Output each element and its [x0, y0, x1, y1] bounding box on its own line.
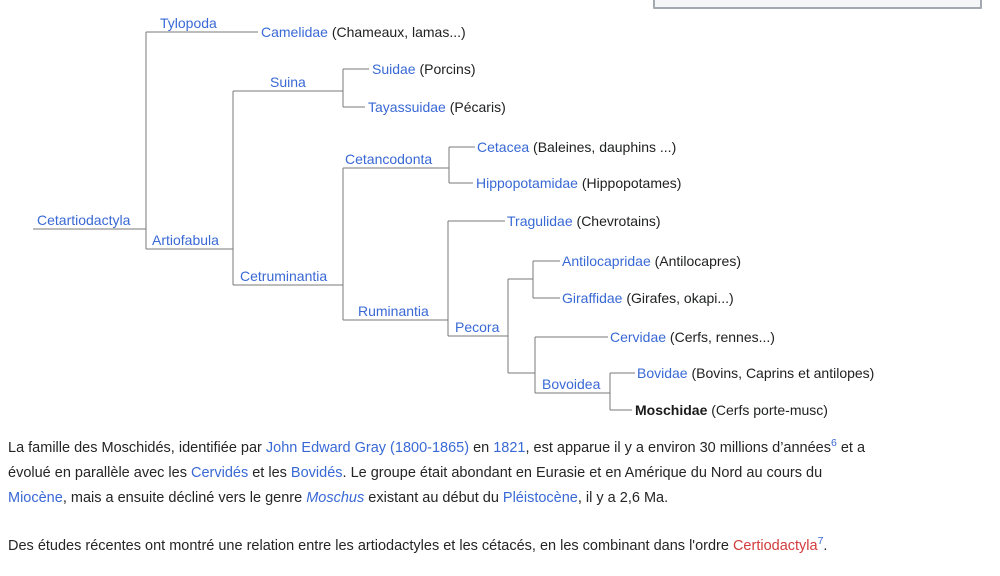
- partial-search-box[interactable]: [653, 0, 982, 9]
- text-segment: en: [469, 440, 494, 456]
- leaf-desc: (Cerfs, rennes...): [666, 329, 775, 345]
- link-bovides[interactable]: Bovidés: [290, 465, 343, 481]
- node-bovoidea[interactable]: Bovoidea: [542, 376, 601, 392]
- link-camelidae[interactable]: Camelidae: [261, 24, 328, 40]
- link-tragulidae[interactable]: Tragulidae: [507, 213, 573, 229]
- leaf-desc: (Antilocapres): [650, 253, 741, 269]
- leaf-desc: (Baleines, dauphins ...): [529, 139, 677, 155]
- leaf-desc: (Hippopotames): [577, 175, 682, 191]
- link-tayassuidae[interactable]: Tayassuidae: [368, 99, 446, 115]
- text-segment: , est apparue il y a environ 30 millions…: [525, 440, 831, 456]
- leaf-cervidae: Cervidae (Cerfs, rennes...): [610, 329, 775, 345]
- text-segment: La famille des Moschidés, identifiée par: [8, 440, 266, 456]
- leaf-giraffidae: Giraffidae (Girafes, okapi...): [562, 290, 734, 306]
- node-artiofabula[interactable]: Artiofabula: [152, 232, 219, 248]
- text-segment: .: [823, 538, 828, 554]
- link-1800-1865[interactable]: (1800-1865): [390, 440, 470, 456]
- text-segment: , mais a ensuite décliné vers le genre: [62, 490, 307, 506]
- link-john-edward-gray[interactable]: John Edward Gray: [265, 440, 387, 456]
- link-moschus[interactable]: Moschus: [306, 490, 365, 506]
- link-pleistocene[interactable]: Pléistocène: [502, 490, 578, 506]
- redlink-certiodactyla[interactable]: Certiodactyla: [732, 538, 818, 554]
- leaf-desc: (Cerfs porte-musc): [707, 402, 828, 418]
- moschidae-selflink: Moschidae: [635, 402, 708, 418]
- article-paragraph-1: La famille des Moschidés, identifiée par…: [8, 436, 988, 511]
- text-segment: évolué en parallèle avec les: [8, 465, 191, 481]
- text-segment: , il y a 2,6 Ma.: [577, 490, 669, 506]
- node-tylopoda[interactable]: Tylopoda: [160, 15, 217, 31]
- leaf-desc: (Pécaris): [445, 99, 506, 115]
- leaf-bovidae: Bovidae (Bovins, Caprins et antilopes): [637, 365, 874, 381]
- leaf-desc: (Girafes, okapi...): [622, 290, 734, 306]
- leaf-antilocapridae: Antilocapridae (Antilocapres): [562, 253, 741, 269]
- text-segment: . Le groupe était abondant en Eurasie et…: [342, 465, 823, 481]
- link-cervides[interactable]: Cervidés: [190, 465, 249, 481]
- link-bovidae[interactable]: Bovidae: [637, 365, 688, 381]
- leaf-moschidae: Moschidae (Cerfs porte-musc): [635, 402, 828, 418]
- leaf-camelidae: Camelidae (Chameaux, lamas...): [261, 24, 466, 40]
- reference-7[interactable]: 7: [817, 535, 824, 548]
- leaf-hippopotamidae: Hippopotamidae (Hippopotames): [476, 175, 681, 191]
- link-1821[interactable]: 1821: [493, 440, 526, 456]
- text-segment: existant au début du: [364, 490, 503, 506]
- link-giraffidae[interactable]: Giraffidae: [562, 290, 623, 306]
- article-paragraph-2: Des études récentes ont montré une relat…: [8, 534, 988, 559]
- leaf-desc: (Porcins): [415, 61, 476, 77]
- node-suina[interactable]: Suina: [270, 74, 306, 90]
- node-ruminantia[interactable]: Ruminantia: [358, 303, 429, 319]
- cladogram: Cetartiodactyla Tylopoda Artiofabula Sui…: [33, 15, 874, 418]
- node-pecora[interactable]: Pecora: [455, 319, 500, 335]
- leaf-tragulidae: Tragulidae (Chevrotains): [507, 213, 661, 229]
- link-hippopotamidae[interactable]: Hippopotamidae: [476, 175, 578, 191]
- text-segment: et les: [248, 465, 291, 481]
- text-segment: Des études récentes ont montré une relat…: [8, 538, 733, 554]
- leaf-desc: (Bovins, Caprins et antilopes): [687, 365, 875, 381]
- text-segment: et a: [836, 440, 866, 456]
- leaf-cetacea: Cetacea (Baleines, dauphins ...): [477, 139, 676, 155]
- node-cetancodonta[interactable]: Cetancodonta: [345, 151, 433, 167]
- node-cetruminantia[interactable]: Cetruminantia: [240, 268, 328, 284]
- link-cetacea[interactable]: Cetacea: [477, 139, 530, 155]
- link-miocene[interactable]: Miocène: [8, 490, 63, 506]
- link-suidae[interactable]: Suidae: [372, 61, 416, 77]
- cladogram-lines: [33, 31, 635, 411]
- link-cervidae[interactable]: Cervidae: [610, 329, 667, 345]
- branch-lines: [33, 31, 635, 411]
- link-antilocapridae[interactable]: Antilocapridae: [562, 253, 651, 269]
- leaf-desc: (Chevrotains): [572, 213, 661, 229]
- node-cetartiodactyla[interactable]: Cetartiodactyla: [37, 212, 131, 228]
- leaf-tayassuidae: Tayassuidae (Pécaris): [368, 99, 506, 115]
- leaf-suidae: Suidae (Porcins): [372, 61, 476, 77]
- reference-6[interactable]: 6: [830, 437, 837, 450]
- leaf-desc: (Chameaux, lamas...): [327, 24, 466, 40]
